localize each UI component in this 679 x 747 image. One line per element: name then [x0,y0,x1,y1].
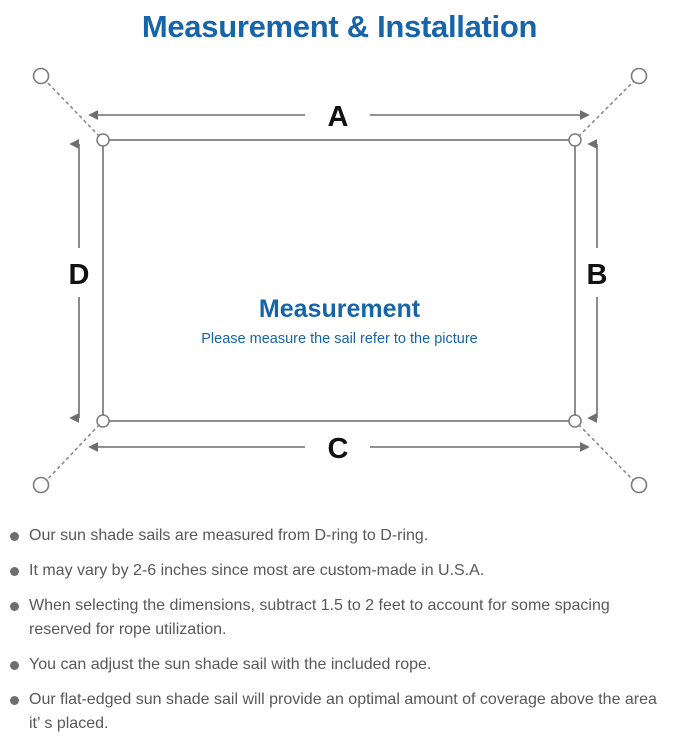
bullet-icon [10,532,19,541]
list-item-text: When selecting the dimensions, subtract … [29,597,610,638]
list-item: Our flat-edged sun shade sail will provi… [0,688,679,736]
rope-top-right [578,80,635,137]
list-item-text: You can adjust the sun shade sail with t… [29,656,432,673]
bullet-icon [10,567,19,576]
rope-bottom-left [45,424,100,482]
dimension-label-d: D [69,259,90,291]
dimension-label-a: A [328,101,349,133]
sun-shade-sail-measurement-diagram: A C D B Measurement Please measure the s… [0,52,679,512]
anchor-point-top-right [630,67,648,85]
anchor-point-bottom-right [630,476,648,494]
diagram-center-subtext: Please measure the sail refer to the pic… [201,331,478,347]
d-ring-bottom-left [96,414,110,428]
rope-bottom-right [578,424,635,482]
list-item: Our sun shade sails are measured from D-… [0,524,679,548]
dimension-label-c: C [328,433,349,465]
list-item-text: It may vary by 2-6 inches since most are… [29,562,485,579]
bullet-icon [10,661,19,670]
list-item-text: Our sun shade sails are measured from D-… [29,527,429,544]
list-item: When selecting the dimensions, subtract … [0,594,679,642]
list-item: You can adjust the sun shade sail with t… [0,653,679,677]
page-title: Measurement & Installation [141,9,538,44]
bullet-icon [10,696,19,705]
anchor-point-top-left [32,67,50,85]
diagram-center-heading: Measurement [258,295,421,323]
notes-list: Our sun shade sails are measured from D-… [0,524,679,747]
d-ring-top-left [96,133,110,147]
dimension-label-b: B [587,259,608,291]
bullet-icon [10,602,19,611]
rope-top-left [45,80,100,137]
d-ring-top-right [568,133,582,147]
d-ring-bottom-right [568,414,582,428]
list-item: It may vary by 2-6 inches since most are… [0,559,679,583]
list-item-text: Our flat-edged sun shade sail will provi… [29,691,657,732]
anchor-point-bottom-left [32,476,50,494]
sail-rectangle [102,139,576,422]
